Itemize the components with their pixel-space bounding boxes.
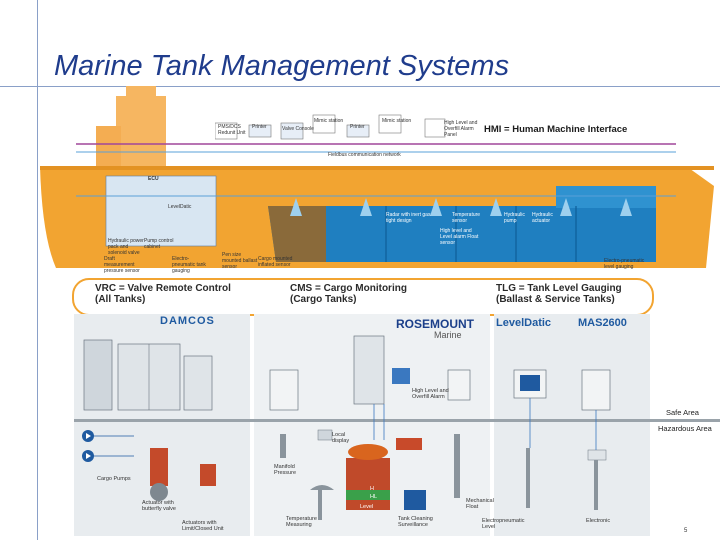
rosemount-marine: Marine bbox=[434, 330, 462, 340]
hmi-unit-label: Mimic station bbox=[314, 118, 344, 124]
actuator bbox=[150, 448, 168, 486]
tank-label: Hydraulic pump bbox=[504, 212, 525, 224]
tank-label: Pen size mounted ballast sensor bbox=[222, 252, 258, 270]
alarm-panel bbox=[392, 368, 410, 384]
hmi-heading: HMI = Human Machine Interface bbox=[484, 124, 628, 135]
tank-label: High level and Level alarm Float sensor bbox=[440, 228, 479, 246]
hmi-unit-label: Valve Console bbox=[282, 126, 314, 132]
superstructure bbox=[116, 96, 166, 166]
equipment-illustrations bbox=[82, 335, 611, 520]
bridge-wing bbox=[96, 126, 121, 166]
leveldatic-label: LevelDatic bbox=[168, 204, 192, 210]
vrc-cabinet bbox=[83, 339, 113, 411]
actuator bbox=[200, 464, 216, 486]
alarm-panel bbox=[447, 369, 471, 401]
tank-label: Pump control cabinet bbox=[144, 238, 174, 250]
safe-area-label: Safe Area bbox=[666, 408, 699, 417]
tank-label: Electro-pneumatic level gauging bbox=[604, 258, 645, 270]
leveldatic-logo: LevelDatic bbox=[496, 317, 552, 329]
hmi-unit-label: Printer bbox=[252, 124, 267, 130]
tank-label: Cargo mounted inflated sensor bbox=[258, 256, 293, 268]
cargo-tanks-water bbox=[268, 206, 656, 262]
cargo-pumps-label: Cargo Pumps bbox=[97, 476, 131, 482]
engine-room bbox=[105, 175, 217, 247]
hl-label: HL bbox=[370, 494, 378, 500]
manifold-pressure-label: Manifold Pressure bbox=[274, 464, 297, 476]
local-display-label: Local display bbox=[332, 432, 350, 444]
level-label: Level bbox=[360, 504, 374, 510]
vrc-cabinet bbox=[183, 355, 213, 411]
page-number: 5 bbox=[684, 528, 688, 534]
left-rule bbox=[37, 0, 38, 540]
hmi-unit-label: PMS/DCS Redunit Unit bbox=[218, 124, 246, 136]
rosemount-logo: ROSEMOUNT bbox=[396, 317, 474, 331]
actuator-limit-label: Actuators with Limit/Closed Unit bbox=[182, 520, 224, 532]
fore-ballast bbox=[268, 206, 326, 262]
ecu-label: ECU bbox=[148, 176, 159, 182]
electronic-label: Electronic bbox=[586, 518, 611, 524]
high-level-alarm-label: High Level and Overfill Alarm bbox=[412, 388, 449, 400]
damcos-logo: Damcos bbox=[160, 315, 215, 327]
safe-hazard-divider bbox=[74, 419, 720, 422]
temperature-label: Temperature Measuring bbox=[286, 516, 317, 528]
electropneumatic-level-label: Electropneumatic Level bbox=[482, 518, 525, 530]
cms-cabinet bbox=[353, 335, 385, 405]
tank-label: Hydraulic power pack and solenoid valve bbox=[108, 238, 144, 256]
page-title: Marine Tank Management Systems bbox=[54, 50, 510, 82]
tlg-panel bbox=[494, 314, 650, 536]
deck bbox=[40, 166, 714, 170]
hmi-unit-label: Printer bbox=[350, 124, 365, 130]
hmi-units bbox=[215, 114, 446, 140]
tank-label: Hydraulic actuator bbox=[532, 212, 553, 224]
h-label: H bbox=[370, 486, 374, 492]
cms-cabinet bbox=[269, 369, 299, 411]
hmi-unit-label: High Level and Overfill Alarm Panel bbox=[444, 120, 478, 138]
funnel bbox=[126, 86, 156, 98]
tank-label: Electro-pneumatic tank gauging bbox=[172, 256, 206, 274]
mechanical-float-label: Mechanical Float bbox=[466, 498, 494, 510]
tank-label: Draft measurement pressure sensor bbox=[104, 256, 140, 274]
cms-title: CMS = Cargo Monitoring(Cargo Tanks) bbox=[290, 283, 407, 305]
tank-label: Radar with inert gas tight design bbox=[386, 212, 431, 224]
fieldbus-label: Fieldbus communication network bbox=[328, 152, 401, 158]
tank-indicator bbox=[346, 458, 390, 510]
ballast-tank bbox=[556, 186, 656, 208]
actuator-butterfly-label: Actuator with butterfly valve bbox=[142, 500, 176, 512]
hazardous-area-label: Hazardous Area bbox=[658, 424, 712, 433]
vrc-title: VRC = Valve Remote Control(All Tanks) bbox=[95, 283, 231, 305]
tlg-title: TLG = Tank Level Gauging(Ballast & Servi… bbox=[496, 283, 622, 305]
hmi-unit-label: Mimic station bbox=[382, 118, 412, 124]
title-rule bbox=[0, 86, 720, 87]
ship-cross-section bbox=[40, 86, 714, 268]
tank-cleaning-label: Tank Cleaning Surveillance bbox=[398, 516, 433, 528]
mas2600-logo: MAS2600 bbox=[578, 317, 627, 329]
tank-label: Temperature sensor bbox=[452, 212, 481, 224]
